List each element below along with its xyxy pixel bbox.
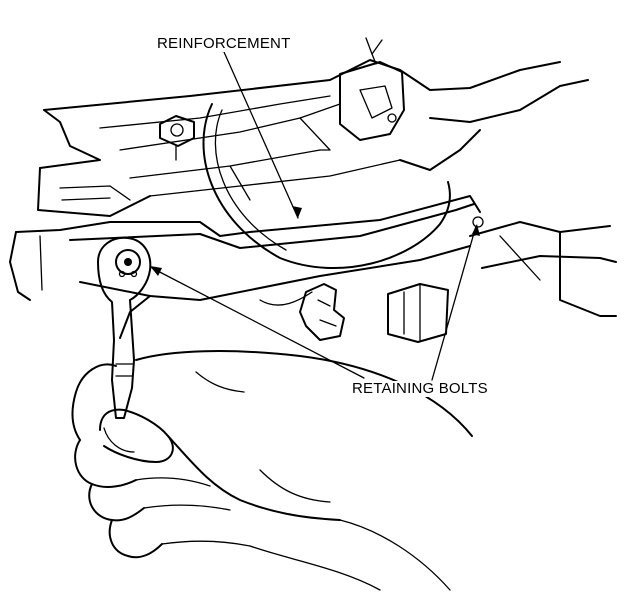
- leader-lines: [150, 51, 480, 381]
- left-bolt-leader: [151, 267, 365, 379]
- retaining-bolts-label: RETAINING BOLTS: [352, 380, 488, 397]
- ratchet-wrench: [97, 236, 152, 419]
- reinforcement-label: REINFORCEMENT: [157, 35, 291, 52]
- right-bolt-leader: [431, 225, 477, 381]
- reinforcement-rail: [9, 103, 484, 339]
- reinforcement-leader: [223, 51, 299, 219]
- wire-clip: [259, 283, 345, 341]
- right-floor-panel: [387, 79, 617, 343]
- upper-body-structure: [37, 37, 561, 217]
- hand: [71, 350, 473, 591]
